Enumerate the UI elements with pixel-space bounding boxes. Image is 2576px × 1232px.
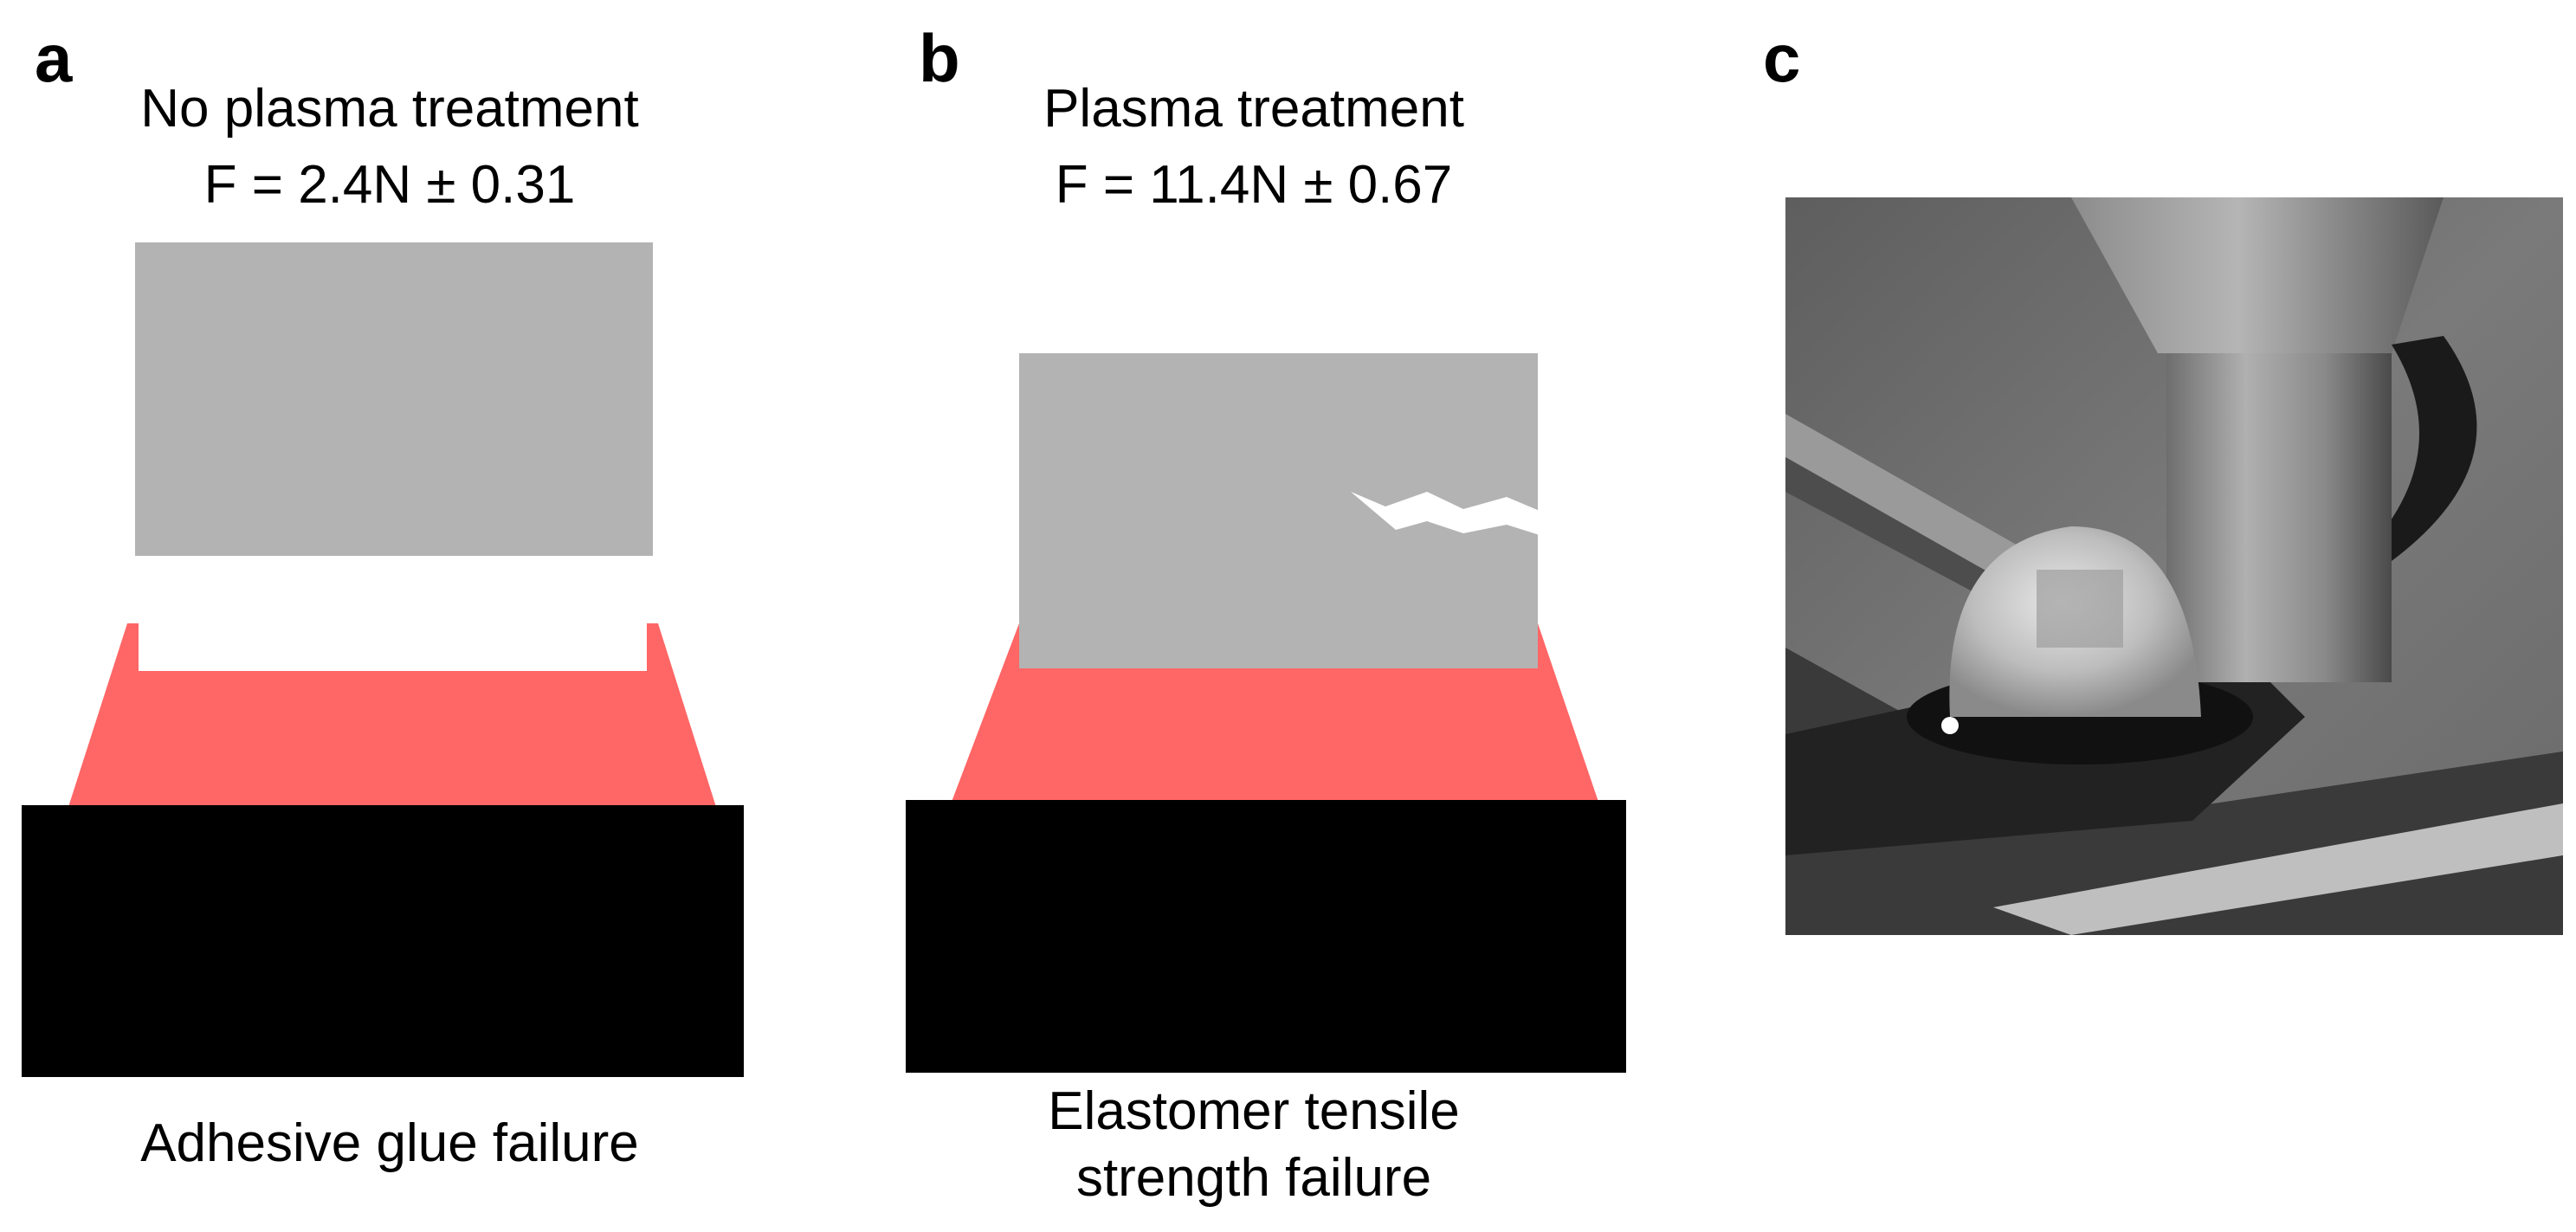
panel-b-caption-line2: strength failure <box>1075 1148 1432 1208</box>
panel-b-substrate <box>906 800 1626 1073</box>
photo-dark-curve <box>2357 336 2477 561</box>
panel-b-force: F = 11.4N ± 0.67 <box>1055 155 1453 215</box>
panel-a-substrate <box>22 805 744 1077</box>
photo-cone <box>2071 197 2444 353</box>
panel-letter-b: b <box>919 20 960 96</box>
panel-a-caption: Adhesive glue failure <box>140 1113 639 1173</box>
panel-b-caption-line1: Elastomer tensile <box>1048 1081 1460 1141</box>
photo-rail <box>1785 414 2045 604</box>
panel-a-adhesive-layer <box>68 623 716 807</box>
panel-b-title: Plasma treatment <box>1043 79 1464 139</box>
panel-b-schematic <box>906 353 1626 1073</box>
panel-letter-c: c <box>1763 20 1801 96</box>
panel-letter-a: a <box>35 20 73 96</box>
photo-platform-light <box>1993 803 2563 935</box>
photo-highlight <box>1941 717 1959 734</box>
panel-a-title: No plasma treatment <box>140 79 639 139</box>
panel-a-force: F = 2.4N ± 0.31 <box>203 155 576 215</box>
panel-b-crack <box>1351 492 1540 535</box>
panel-a-elastomer-block <box>135 242 653 556</box>
panel-a-schematic <box>22 242 744 1077</box>
photo-shaft <box>2166 353 2392 682</box>
panel-c-photo <box>1785 197 2563 935</box>
photo-dome-insert <box>2037 570 2123 648</box>
